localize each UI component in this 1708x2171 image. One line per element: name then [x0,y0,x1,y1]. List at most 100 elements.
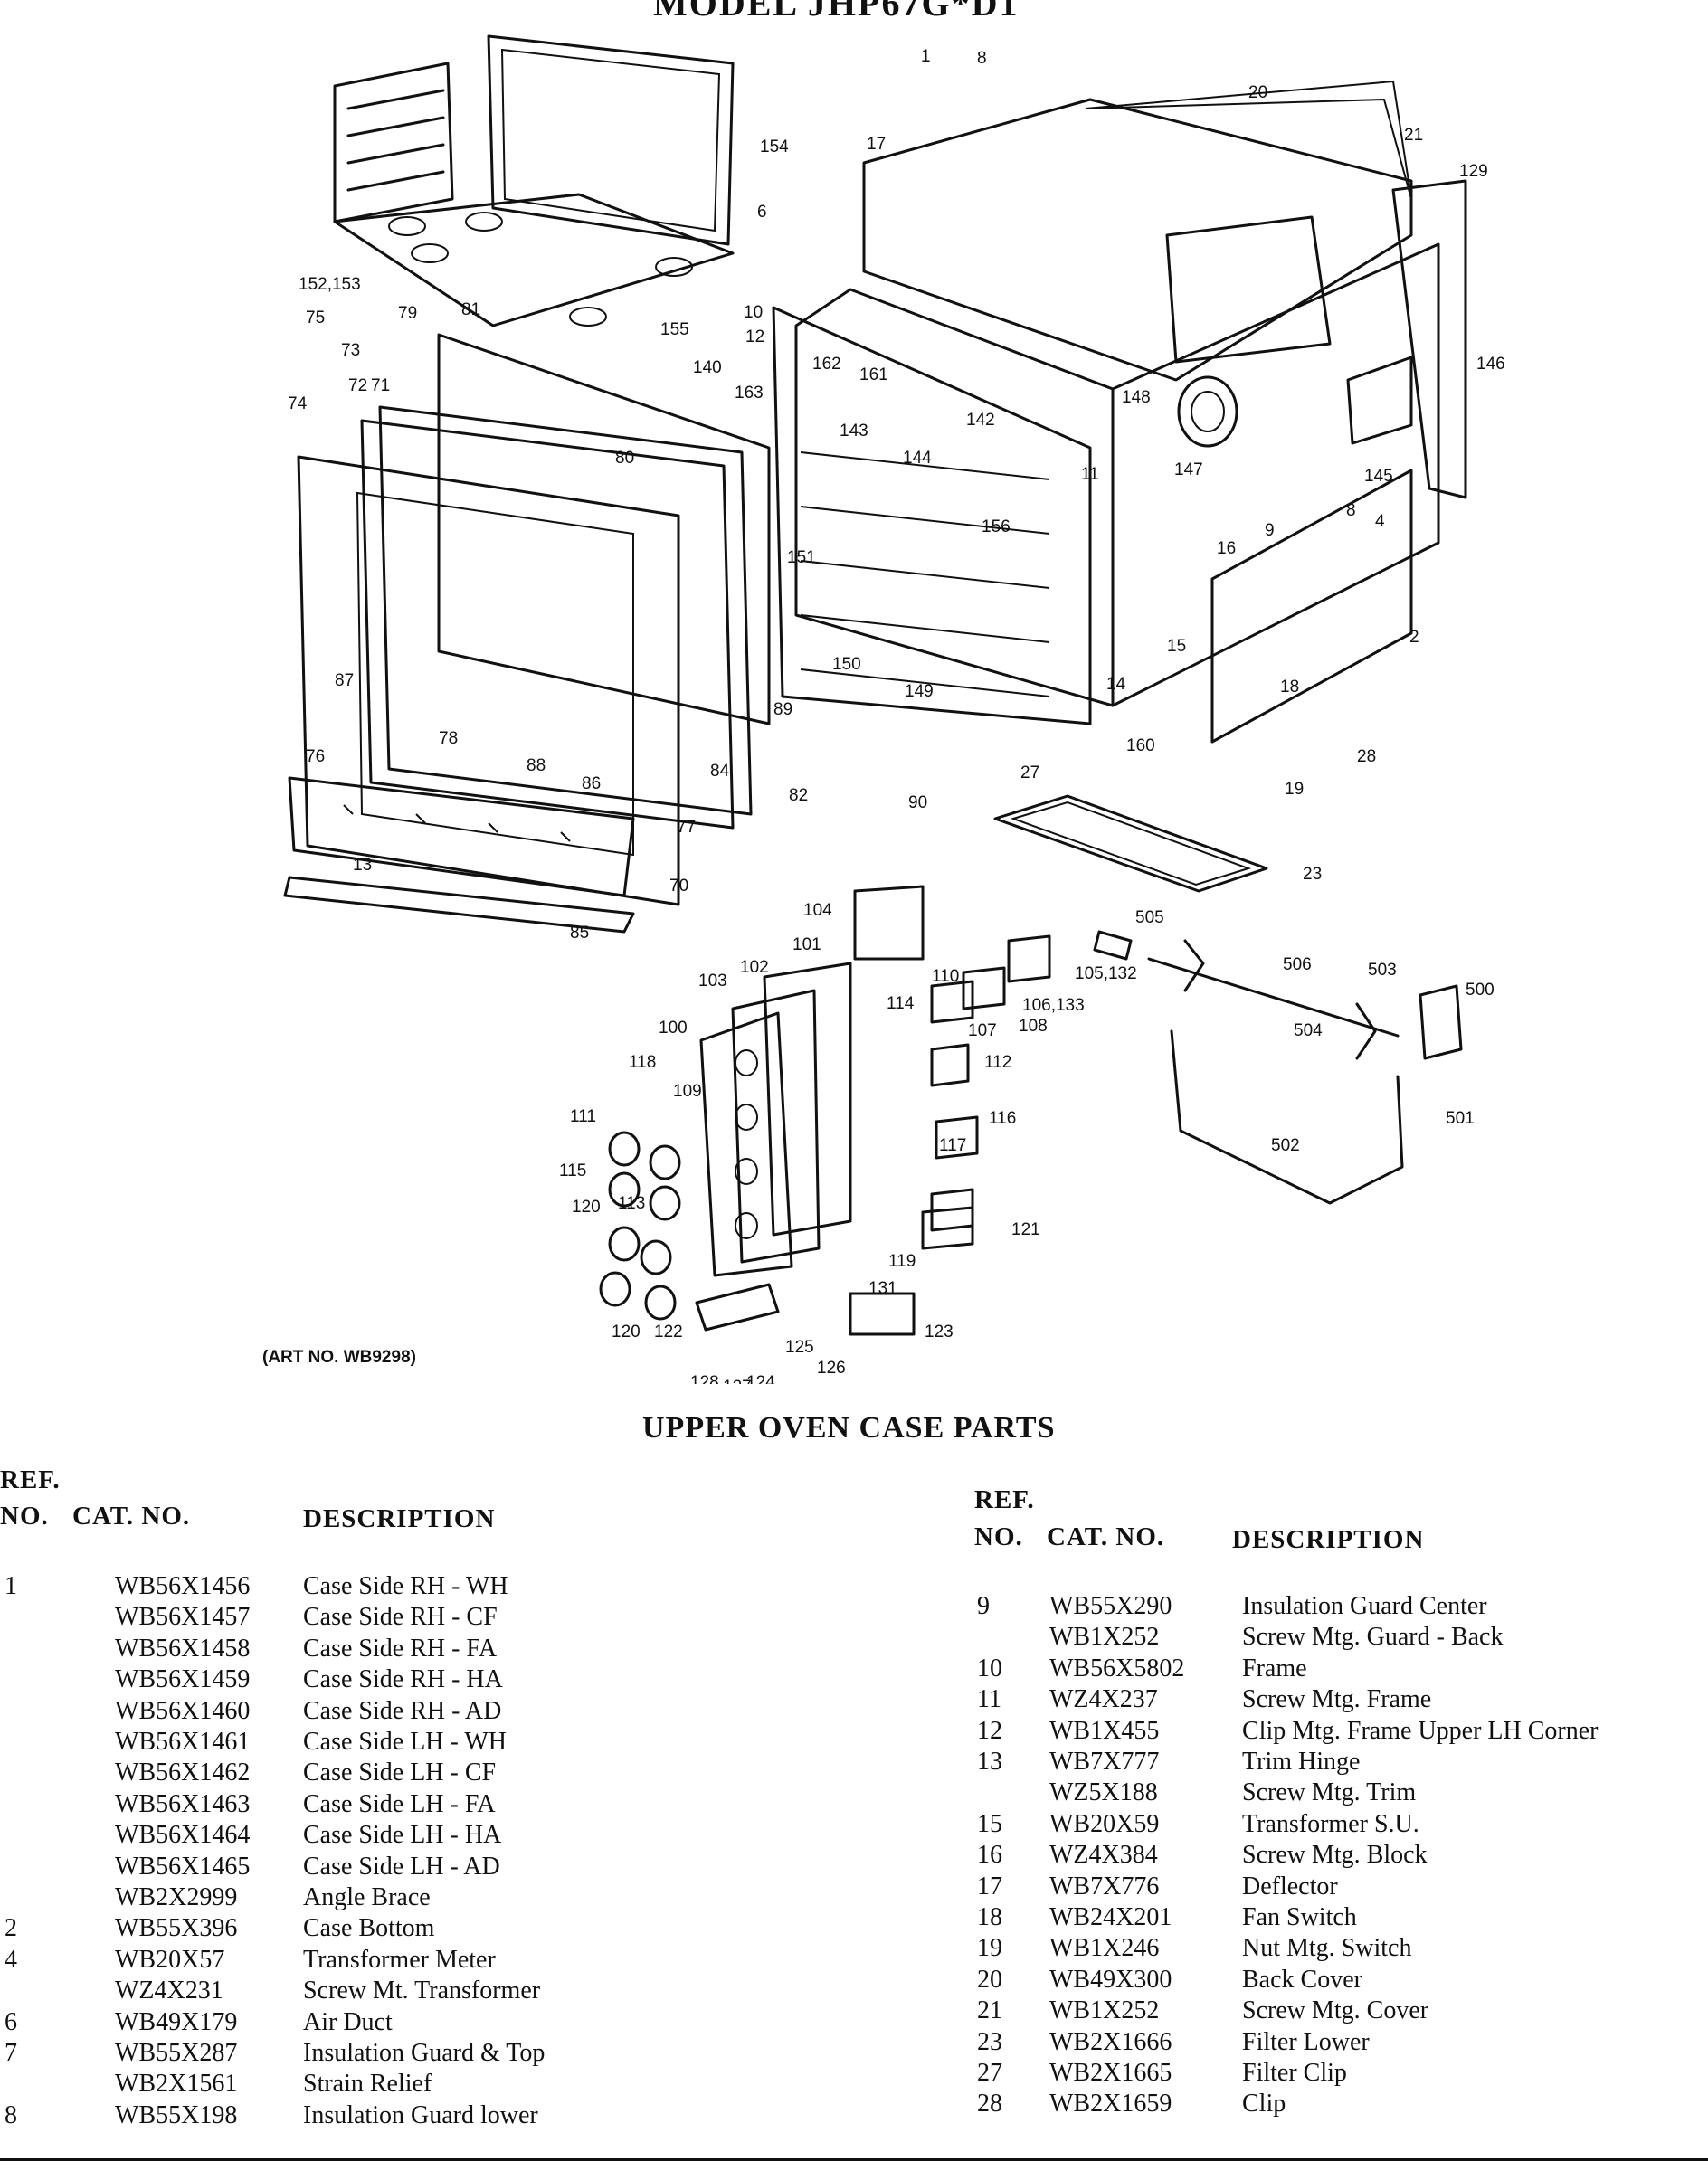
ref-number: 12 [977,1716,1002,1745]
part-description: Transformer Meter [303,1945,496,1974]
svg-text:500: 500 [1466,981,1494,1000]
catalog-number: WB2X1659 [1049,2090,1172,2119]
callout-labels: 1 2 4 6 8 8 9 10 11 12 13 14 15 16 17 18… [288,47,1505,1384]
svg-text:120: 120 [612,1323,640,1341]
catalog-number: WB56X1457 [115,1603,251,1632]
catalog-number: WB49X179 [115,2007,238,2036]
ref-number: 6 [5,2007,17,2036]
svg-text:116: 116 [989,1109,1016,1128]
ref-number: 21 [977,1996,1002,2025]
svg-text:505: 505 [1135,908,1164,927]
part-description: Filter Lower [1242,2027,1370,2056]
svg-text:501: 501 [1446,1109,1475,1128]
svg-text:6: 6 [757,203,767,222]
ref-number: 1 [5,1572,17,1600]
part-description: Frame [1242,1654,1307,1683]
svg-text:100: 100 [659,1019,688,1038]
part-description: Nut Mtg. Switch [1242,1934,1412,1963]
ref-number: 7 [5,2039,17,2067]
svg-text:16: 16 [1217,539,1236,558]
part-description: Case Side LH - WH [303,1728,507,1756]
svg-text:107: 107 [968,1021,997,1040]
part-description: Screw Mtg. Block [1242,1841,1428,1870]
part-description: Case Side RH - HA [303,1665,503,1694]
svg-text:125: 125 [785,1338,814,1357]
part-description: Case Side RH - AD [303,1696,502,1725]
part-description: Deflector [1242,1872,1338,1901]
svg-text:147: 147 [1174,460,1203,479]
svg-text:19: 19 [1285,780,1304,799]
part-description: Insulation Guard Center [1242,1592,1487,1620]
svg-text:502: 502 [1271,1136,1300,1155]
catalog-number: WB1X246 [1049,1934,1160,1963]
svg-text:9: 9 [1265,521,1275,540]
catalog-number: WB49X300 [1049,1965,1172,1994]
svg-text:108: 108 [1019,1017,1048,1036]
ref-number: 27 [977,2059,1002,2087]
svg-text:89: 89 [773,700,792,719]
catalog-number: WB7X776 [1049,1872,1160,1901]
exploded-parts-diagram: 1 2 4 6 8 8 9 10 11 12 13 14 15 16 17 18… [283,34,1505,1384]
svg-text:118: 118 [629,1053,656,1072]
catalog-number: WZ5X188 [1049,1778,1158,1807]
svg-text:146: 146 [1476,355,1505,374]
catalog-number: WB2X1666 [1049,2027,1172,2056]
svg-text:4: 4 [1375,512,1385,531]
svg-text:154: 154 [760,137,789,156]
svg-text:12: 12 [745,327,764,346]
ref-number: 16 [977,1841,1002,1870]
ref-number: 15 [977,1809,1002,1838]
svg-text:112: 112 [984,1053,1011,1072]
catalog-number: WB1X455 [1049,1716,1160,1745]
part-description: Screw Mtg. Cover [1242,1996,1429,2025]
svg-text:23: 23 [1303,865,1322,884]
part-description: Transformer S.U. [1242,1809,1419,1838]
svg-text:142: 142 [966,411,995,430]
no-header: NO. [0,1502,49,1531]
catalog-number: WB55X287 [115,2039,238,2067]
svg-text:77: 77 [677,818,696,837]
ref-number: 13 [977,1748,1002,1776]
part-description: Back Cover [1242,1965,1362,1994]
svg-text:73: 73 [341,341,360,360]
svg-text:151: 151 [787,548,816,567]
model-title: MODEL JHP67G*D1 [653,0,1020,24]
svg-text:27: 27 [1020,763,1039,782]
catalog-number: WB1X252 [1049,1623,1160,1652]
svg-text:156: 156 [982,517,1011,536]
svg-text:13: 13 [353,856,372,875]
no-header: NO. [974,1522,1023,1551]
part-description: Filter Clip [1242,2059,1347,2087]
svg-text:103: 103 [698,972,727,991]
description-header: DESCRIPTION [303,1504,496,1533]
catalog-number: WB20X59 [1049,1809,1160,1838]
catalog-number: WZ4X231 [115,1977,223,2005]
part-description: Case Side LH - AD [303,1852,500,1881]
ref-number: 2 [5,1914,17,1943]
ref-number: 18 [977,1903,1002,1931]
catalog-number: WB56X1458 [115,1634,251,1663]
catalog-number: WB2X1561 [115,2070,238,2099]
part-description: Insulation Guard lower [303,2100,538,2129]
catalog-number: WB2X2999 [115,1883,238,1911]
ref-number: 8 [5,2100,17,2129]
svg-text:128: 128 [690,1373,719,1384]
svg-text:1: 1 [921,47,931,66]
svg-text:503: 503 [1368,961,1397,980]
svg-text:84: 84 [710,762,730,781]
svg-text:114: 114 [887,994,915,1013]
